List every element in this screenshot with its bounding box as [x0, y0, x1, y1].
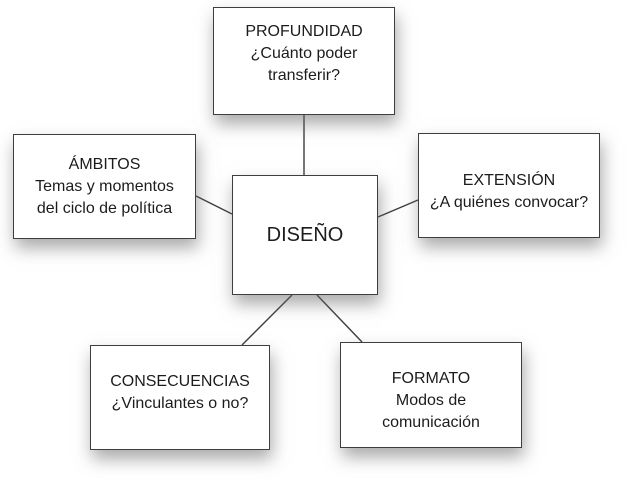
node-consecuencias: CONSECUENCIAS ¿Vinculantes o no?	[90, 345, 270, 450]
node-profundidad-title: PROFUNDIDAD	[245, 23, 363, 40]
node-profundidad-line: ¿Cuánto poder	[250, 45, 358, 62]
node-formato-title: FORMATO	[391, 370, 471, 387]
connector-center-to-bottom-right	[316, 294, 363, 343]
node-extension-line: ¿A quiénes convocar?	[429, 193, 589, 211]
node-profundidad-line: transferir?	[267, 67, 341, 84]
node-diseno-title: DISEÑO	[266, 224, 344, 246]
node-ambitos-title: ÁMBITOS	[68, 155, 141, 173]
node-extension-title: EXTENSIÓN	[462, 171, 556, 189]
node-extension: EXTENSIÓN ¿A quiénes convocar?	[418, 133, 600, 238]
node-consecuencias-title: CONSECUENCIAS	[110, 372, 250, 390]
node-ambitos-line: Temas y momentos	[35, 177, 174, 195]
node-diseno: DISEÑO	[232, 175, 378, 295]
node-consecuencias-line: ¿Vinculantes o no?	[111, 394, 249, 412]
node-formato-line: comunicación	[382, 414, 480, 431]
node-ambitos: ÁMBITOS Temas y momentos del ciclo de po…	[13, 134, 196, 239]
node-formato: FORMATO Modos de comunicación	[340, 342, 522, 448]
node-formato-line: Modos de	[395, 392, 467, 409]
node-ambitos-line: del ciclo de política	[36, 199, 173, 217]
connector-center-to-left	[195, 195, 233, 215]
connector-center-to-bottom-left	[241, 294, 293, 346]
connector-center-to-right	[377, 199, 419, 218]
node-profundidad: PROFUNDIDAD ¿Cuánto poder transferir?	[213, 7, 395, 115]
